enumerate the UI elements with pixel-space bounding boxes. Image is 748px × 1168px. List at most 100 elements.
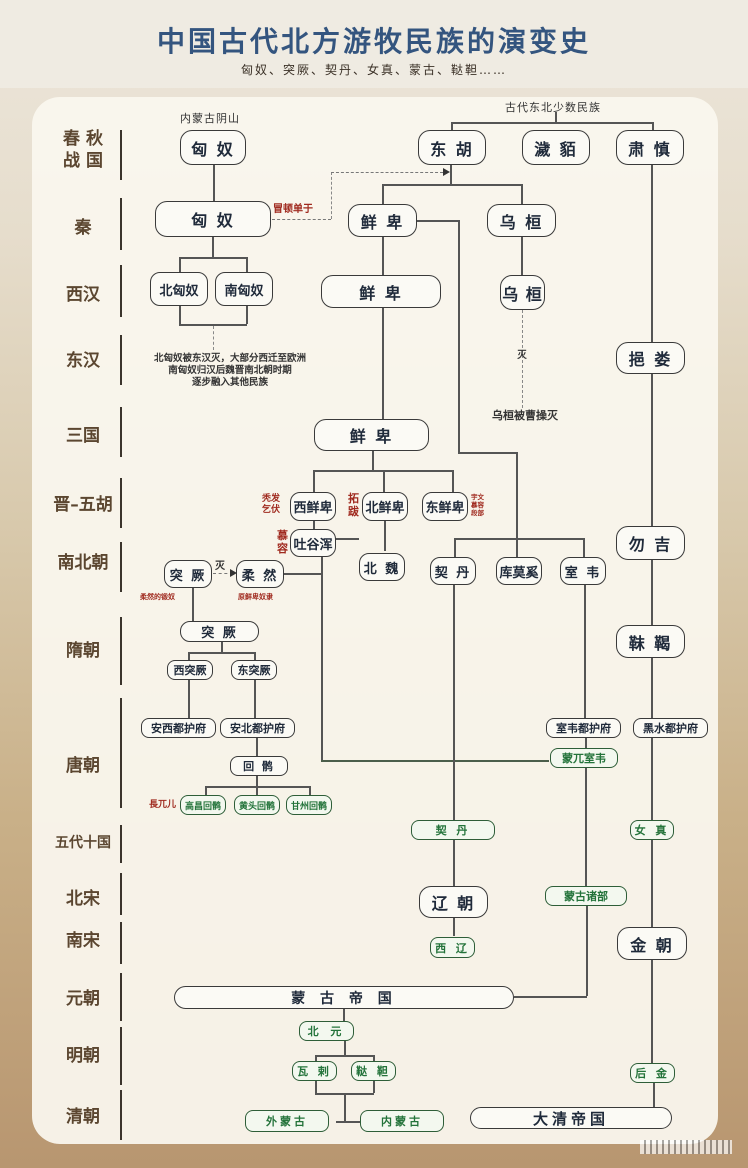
connector	[583, 538, 585, 558]
connector	[403, 220, 459, 222]
node-tuyuhun[interactable]: 吐谷浑	[290, 529, 336, 557]
node-yilou[interactable]: 挹 娄	[616, 342, 685, 374]
node-qidan-wudai[interactable]: 契 丹	[411, 820, 495, 840]
page-subtitle: 匈奴、突厥、契丹、女真、蒙古、鞑靼……	[240, 63, 507, 77]
connector	[343, 1009, 345, 1021]
node-jin[interactable]: 金 朝	[617, 927, 687, 960]
connector	[651, 658, 653, 718]
node-xiongnu-qin[interactable]: 匈 奴	[155, 201, 271, 237]
connector	[452, 470, 454, 492]
node-xiliao[interactable]: 西 辽	[430, 937, 475, 958]
node-mongol-empire[interactable]: 蒙 古 帝 国	[174, 986, 514, 1009]
node-shiwei[interactable]: 室 韦	[560, 557, 606, 585]
connector	[516, 452, 518, 557]
node-beiwei[interactable]: 北 魏	[359, 553, 405, 581]
node-nanxiongnu[interactable]: 南匈奴	[215, 272, 273, 306]
connector	[652, 122, 654, 132]
connector	[321, 760, 549, 762]
connector	[585, 768, 587, 886]
dashed-connector	[331, 172, 332, 219]
node-qidan-nanbei[interactable]: 契 丹	[430, 557, 476, 585]
era-divider	[120, 698, 122, 808]
node-anbei[interactable]: 安北都护府	[220, 718, 295, 738]
node-xixianbei[interactable]: 西鲜卑	[290, 492, 336, 521]
connector	[521, 237, 523, 275]
node-wuhuan-xihan[interactable]: 乌 桓	[500, 275, 545, 310]
connector	[344, 1093, 346, 1121]
node-beixiongnu[interactable]: 北匈奴	[150, 272, 208, 306]
connector	[382, 237, 384, 275]
note-rouran-slave: 柔然的锻奴	[140, 592, 175, 601]
connector	[254, 652, 256, 660]
node-mohe[interactable]: 靺 鞨	[616, 625, 685, 658]
node-menggu-zhubu[interactable]: 蒙古诸部	[545, 886, 627, 906]
node-rouran[interactable]: 柔 然	[236, 560, 284, 588]
node-huihu[interactable]: 回 鹘	[230, 756, 288, 776]
note-xianbei-slave: 原鲜卑奴隶	[238, 592, 273, 601]
node-tujue-nanbei[interactable]: 突 厥	[164, 560, 212, 588]
node-huimo[interactable]: 濊 貊	[522, 130, 590, 165]
connector	[179, 324, 247, 326]
node-xianbei-sanguo[interactable]: 鲜 卑	[314, 419, 429, 451]
node-wuji[interactable]: 勿 吉	[616, 526, 685, 560]
connector	[372, 450, 374, 470]
connector	[586, 906, 588, 996]
note-xiongnu-fate: 北匈奴被东汉灭，大部分西迁至欧洲 南匈奴归汉后魏晋南北朝时期 逐步融入其他民族	[153, 353, 306, 388]
node-ganzhou-huihu[interactable]: 甘州回鹘	[286, 795, 332, 815]
connector	[514, 996, 587, 998]
era-divider	[120, 265, 122, 317]
connector	[382, 308, 384, 419]
node-dada[interactable]: 鞑 靼	[351, 1061, 396, 1081]
node-dongtujue[interactable]: 东突厥	[231, 660, 277, 680]
node-heishui-duhufu[interactable]: 黑水都护府	[633, 718, 708, 738]
connector	[454, 538, 584, 540]
era-sui: 隋朝	[66, 641, 100, 661]
node-liao[interactable]: 辽 朝	[419, 886, 488, 918]
connector	[246, 257, 248, 272]
era-divider	[120, 130, 122, 180]
arrow-icon	[230, 569, 237, 577]
node-donghu[interactable]: 东 胡	[418, 130, 486, 165]
node-xiongnu-chunqiu[interactable]: 匈 奴	[180, 130, 246, 165]
node-dongxianbei[interactable]: 东鲜卑	[422, 492, 468, 521]
era-jin: 晋–五胡	[53, 495, 113, 515]
note-yuwen: 宇文 慕容 段部	[471, 493, 484, 517]
connector	[254, 680, 256, 718]
connector	[383, 470, 385, 492]
node-mengwu-shiwei[interactable]: 蒙兀室韦	[550, 748, 618, 768]
connector	[315, 1055, 373, 1057]
connector	[188, 652, 190, 660]
era-divider	[120, 973, 122, 1021]
node-xianbei-qin[interactable]: 鲜 卑	[348, 204, 417, 237]
connector	[373, 1081, 375, 1093]
node-nvzhen[interactable]: 女 真	[630, 820, 674, 840]
node-wuhuan-qin[interactable]: 乌 桓	[487, 204, 556, 237]
era-divider	[120, 407, 122, 457]
node-tujue-sui[interactable]: 突 厥	[180, 621, 259, 642]
node-daqing[interactable]: 大清帝国	[470, 1107, 672, 1129]
node-anxi[interactable]: 安西都护府	[141, 718, 216, 738]
node-gaochang-huihu[interactable]: 高昌回鹘	[180, 795, 226, 815]
node-beiyuan[interactable]: 北 元	[299, 1021, 354, 1041]
connector	[192, 588, 194, 621]
node-xitujue[interactable]: 西突厥	[167, 660, 213, 680]
label-yinshan: 内蒙古阴山	[180, 112, 240, 125]
node-waimenggu[interactable]: 外蒙古	[245, 1110, 329, 1132]
era-donghan: 东汉	[66, 351, 100, 371]
node-neimenggu[interactable]: 内蒙古	[360, 1110, 444, 1132]
node-huangtou-huihu[interactable]: 黄头回鹘	[234, 795, 280, 815]
node-shiwei-duhufu[interactable]: 室韦都护府	[546, 718, 621, 738]
connector	[221, 642, 223, 652]
node-houjin[interactable]: 后 金	[630, 1063, 675, 1083]
connector	[205, 786, 207, 796]
node-beixianbei[interactable]: 北鲜卑	[362, 492, 408, 521]
node-sushen[interactable]: 肃 慎	[616, 130, 684, 165]
era-wudai: 五代十国	[55, 835, 111, 851]
node-wala[interactable]: 瓦 剌	[292, 1061, 337, 1081]
connector	[453, 840, 455, 886]
connector	[246, 306, 248, 324]
connector	[315, 1081, 317, 1093]
node-xianbei-xihan[interactable]: 鲜 卑	[321, 275, 441, 308]
node-kumoxi[interactable]: 库莫奚	[496, 557, 542, 585]
connector	[651, 840, 653, 928]
